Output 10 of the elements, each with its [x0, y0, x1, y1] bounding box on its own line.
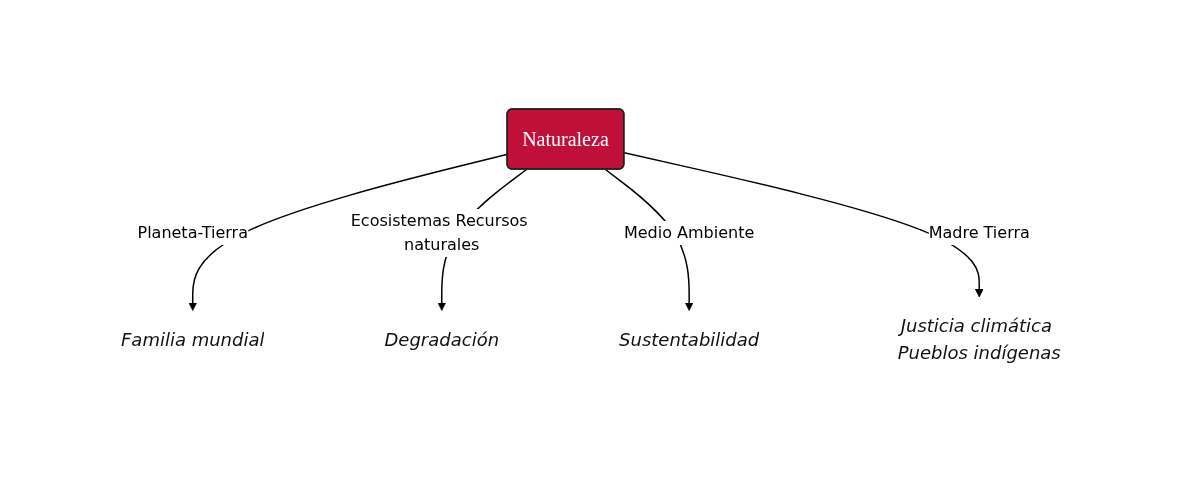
edge-label: Madre Tierra: [929, 222, 1031, 242]
edge-label: Planeta-Tierra: [137, 222, 249, 242]
node-text: Degradación: [384, 328, 500, 349]
node-text: Justicia climática Pueblos indígenas: [898, 314, 1062, 363]
node-text: Sustentabilidad: [619, 328, 760, 349]
edge-label: Ecosistemas Recursos naturales: [351, 210, 529, 254]
node-text: Familia mundial: [121, 328, 265, 349]
concept-diagram: Planeta-Tierra Ecosistemas Recursos naturales Medio Ambiente Madre Tierra Familia mundial Degradación Naturaleza Sustentabilidad Justicia climática Pueblos indígenas: [83, 100, 1118, 389]
edge-label: Medio Ambiente: [624, 222, 755, 242]
arrow: [623, 151, 984, 297]
